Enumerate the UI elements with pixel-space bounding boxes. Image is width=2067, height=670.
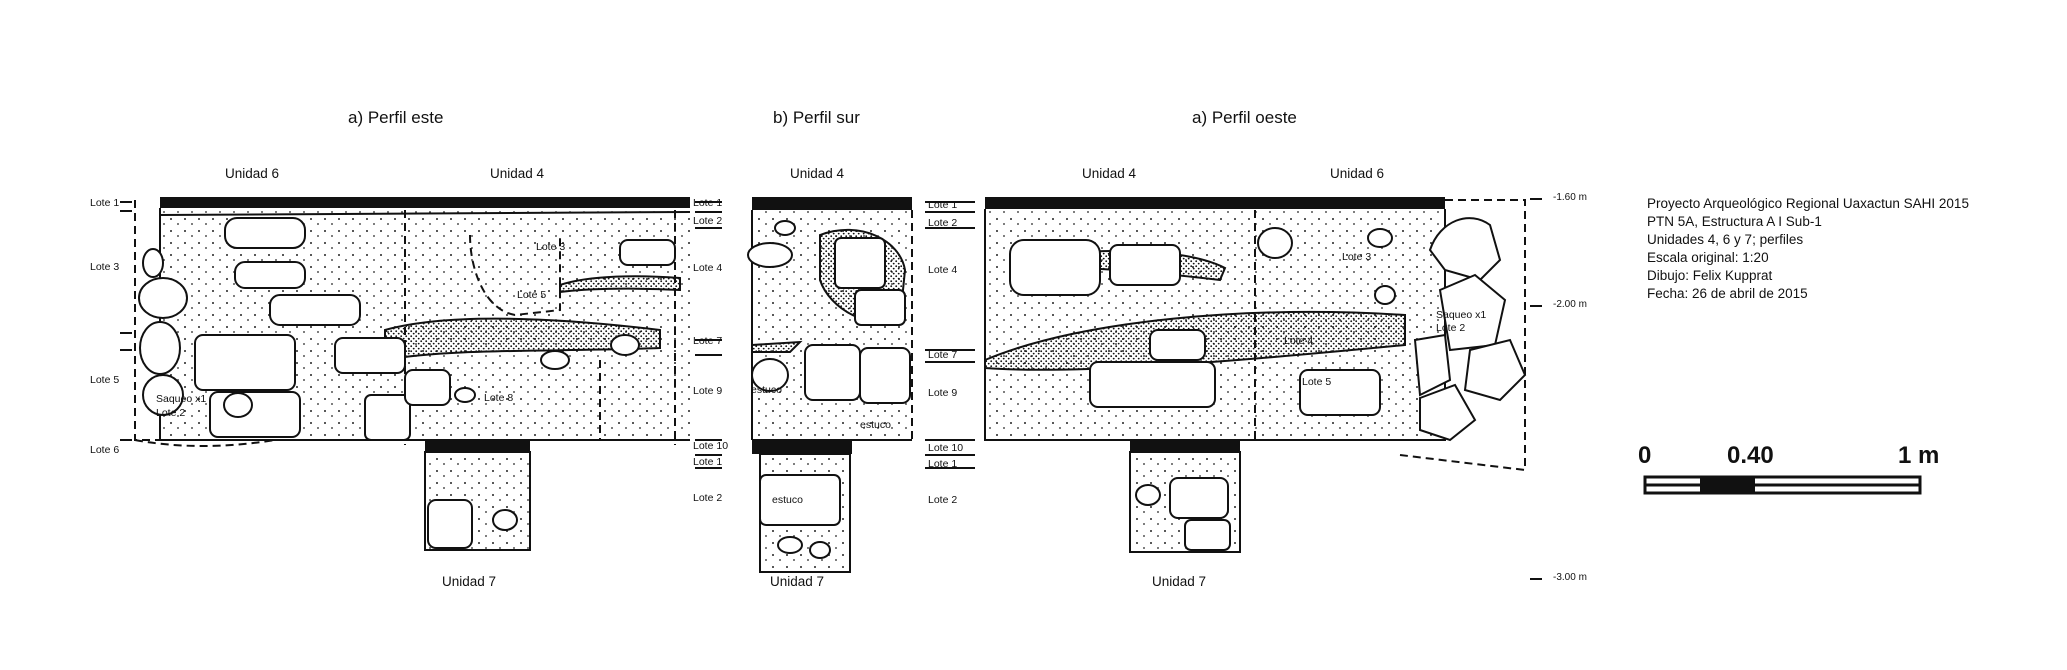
unit-label: Unidad 6 — [225, 166, 280, 181]
lote-label: Lote 10 — [928, 442, 964, 454]
lote-label: Lote 2 — [693, 215, 723, 227]
lote-label: Lote 9 — [928, 387, 958, 399]
info-line: Dibujo: Felix Kupprat — [1647, 268, 1773, 283]
lote-label: Lote 7 — [693, 335, 723, 347]
lote-label: Lote 2 — [693, 492, 723, 504]
lote-label: Lote 6 — [90, 444, 120, 456]
title-perfil-oeste: a) Perfil oeste — [1192, 108, 1297, 127]
inner-label: Lote 2 — [156, 407, 186, 419]
inner-label: Saqueo x1 — [1436, 309, 1487, 321]
inner-label: Lote 8 — [484, 392, 514, 404]
info-line: Escala original: 1:20 — [1647, 250, 1769, 265]
lote-label: Lote 10 — [693, 440, 729, 452]
lote-ticks — [120, 201, 975, 469]
title-perfil-este: a) Perfil este — [348, 108, 444, 127]
info-line: Proyecto Arqueológico Regional Uaxactun … — [1647, 196, 1969, 211]
unit-label: Unidad 4 — [790, 166, 845, 181]
inner-label: estuco — [772, 494, 803, 506]
scale-label: 1 m — [1898, 442, 1940, 469]
scale-label: 0 — [1638, 442, 1652, 469]
unit-label: Unidad 4 — [490, 166, 545, 181]
lote-label: Lote 5 — [90, 374, 120, 386]
info-line: Unidades 4, 6 y 7; perfiles — [1647, 232, 1804, 247]
unit-label: Unidad 6 — [1330, 166, 1385, 181]
elevation-label: -1.60 m — [1553, 192, 1587, 203]
scale-label: 0.40 — [1727, 442, 1774, 469]
lote-label: Lote 2 — [928, 217, 958, 229]
unit-label: Unidad 7 — [1152, 574, 1207, 589]
lote-label: Lote 1 — [928, 199, 958, 211]
inner-label: Lote 5 — [517, 289, 547, 301]
title-perfil-sur: b) Perfil sur — [773, 108, 860, 127]
unit-label: Unidad 7 — [770, 574, 825, 589]
elevation-label: -3.00 m — [1553, 572, 1587, 583]
inner-label: estuco — [751, 384, 782, 396]
lote-label: Lote 9 — [693, 385, 723, 397]
lote-label: Lote 3 — [90, 261, 120, 273]
inner-label: Lote 3 — [536, 241, 566, 253]
inner-label: Lote 5 — [1302, 376, 1332, 388]
elevation-ticks — [1530, 198, 1542, 580]
elevation-label: -2.00 m — [1553, 299, 1587, 310]
scale-bar — [1643, 475, 1922, 495]
lote-label: Lote 4 — [693, 262, 723, 274]
info-line: PTN 5A, Estructura A I Sub-1 — [1647, 214, 1822, 229]
lote-label: Lote 1 — [693, 197, 723, 209]
perfil-este-section — [134, 197, 691, 551]
inner-label: estuco — [860, 419, 891, 431]
info-line: Fecha: 26 de abril de 2015 — [1647, 286, 1808, 301]
lote-label: Lote 1 — [90, 197, 120, 209]
lote-label: Lote 1 — [928, 458, 958, 470]
perfil-oeste-section — [984, 197, 1527, 553]
lote-label: Lote 4 — [928, 264, 958, 276]
lote-label: Lote 1 — [693, 456, 723, 468]
unit-label: Unidad 7 — [442, 574, 497, 589]
unit-label: Unidad 4 — [1082, 166, 1137, 181]
perfil-sur-section — [747, 197, 913, 573]
inner-label: Lote 3 — [1342, 251, 1372, 263]
lote-label: Lote 2 — [928, 494, 958, 506]
inner-label: Saqueo x1 — [156, 393, 207, 405]
inner-label: Lote 2 — [1436, 322, 1466, 334]
inner-label: Lote 4 — [1284, 335, 1314, 347]
lote-label: Lote 7 — [928, 349, 958, 361]
